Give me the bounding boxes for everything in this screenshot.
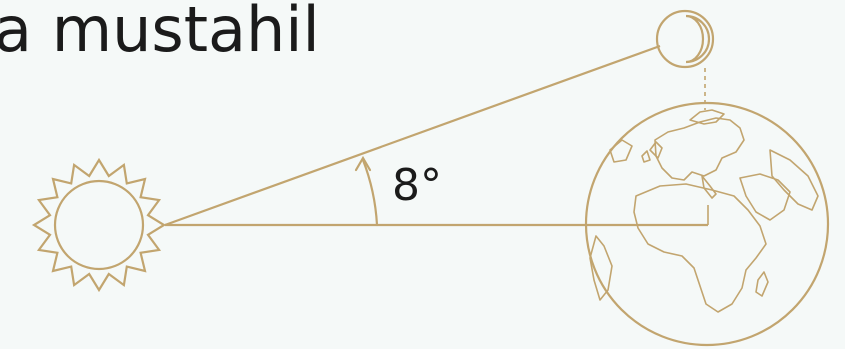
angle-arc: [356, 158, 377, 225]
sun-icon: [34, 160, 164, 290]
angle-label: 8°: [392, 160, 442, 211]
moon-icon: [657, 11, 713, 67]
